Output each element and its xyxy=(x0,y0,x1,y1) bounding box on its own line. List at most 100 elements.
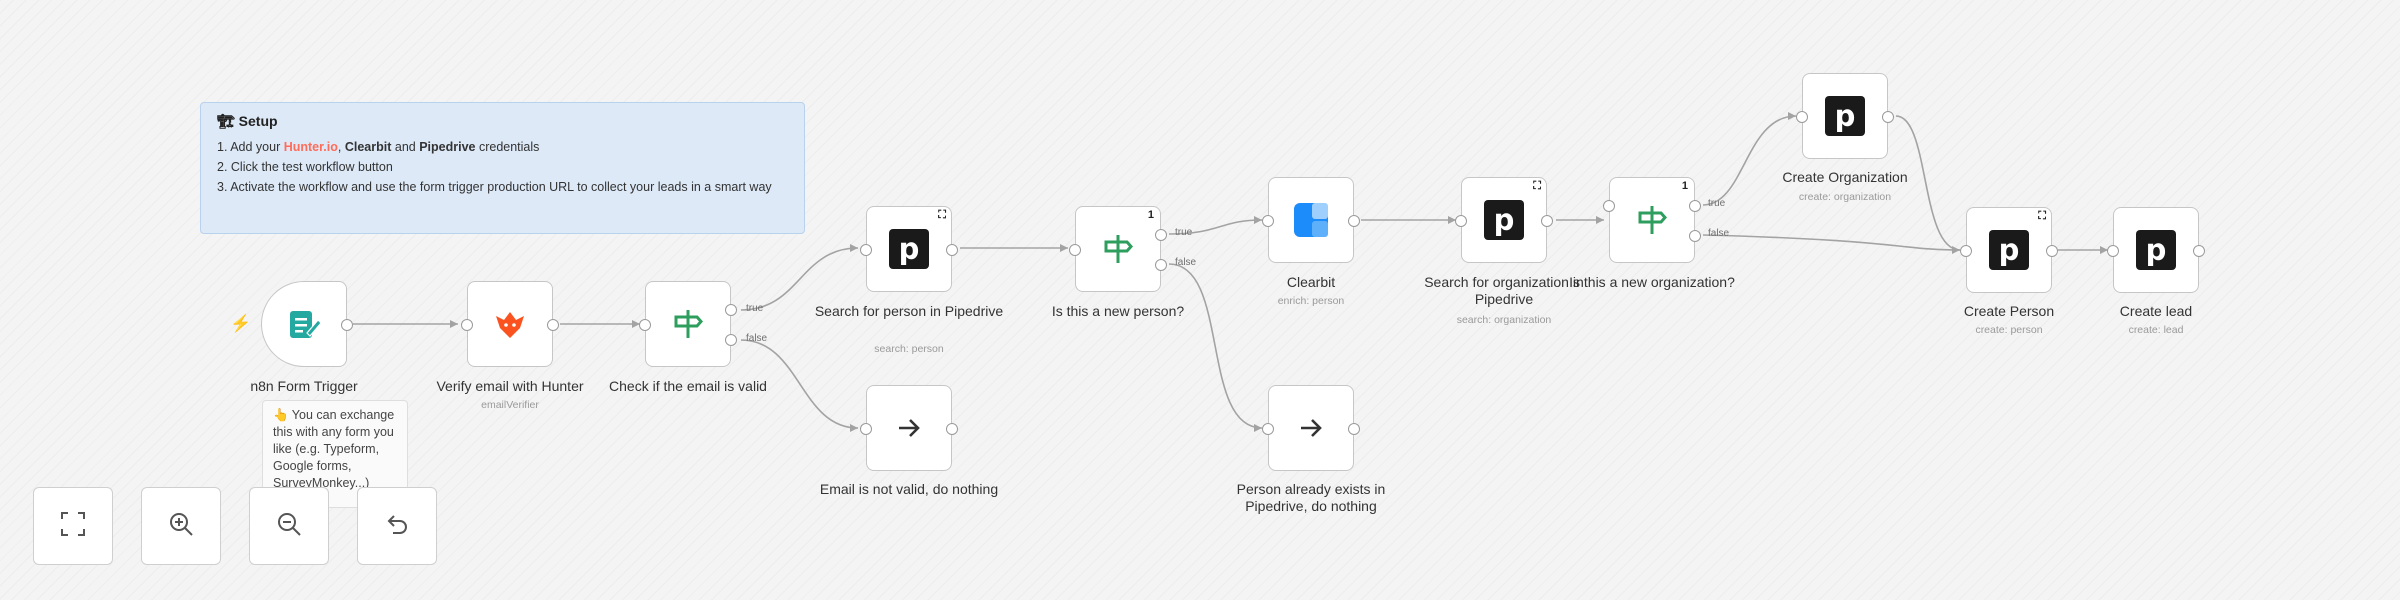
node-label-hunter: Verify email with Hunter xyxy=(436,378,584,394)
branch-label-true: true xyxy=(1708,198,1726,209)
edge-neworg-false-createperson xyxy=(1702,234,1961,251)
branch-label-true: true xyxy=(1175,227,1193,238)
hunter-fox-icon xyxy=(492,306,528,342)
setup-step-3: 3. Activate the workflow and use the for… xyxy=(217,180,772,194)
node-new-person[interactable]: 1 xyxy=(1069,206,1167,292)
node-check-email[interactable] xyxy=(639,281,737,367)
node-subtitle-search-person: search: person xyxy=(874,343,944,355)
input-handle[interactable] xyxy=(1262,215,1274,227)
node-subtitle-create-person: create: person xyxy=(1975,324,2043,336)
input-handle[interactable] xyxy=(1455,215,1467,227)
expand-icon: ⛶ xyxy=(2038,210,2046,222)
node-subtitle-search-org: search: organization xyxy=(1456,314,1552,326)
input-handle[interactable] xyxy=(1069,244,1081,256)
output-handle-true[interactable] xyxy=(1689,200,1701,212)
output-handle-true[interactable] xyxy=(1155,229,1167,241)
edge-newperson-false-exists xyxy=(1168,263,1263,429)
branch-label-true: true xyxy=(746,303,764,314)
node-person-exists[interactable] xyxy=(1262,385,1360,471)
node-label-clearbit: Clearbit xyxy=(1286,274,1336,290)
edge-neworg-true-createorg xyxy=(1702,115,1797,206)
node-create-org[interactable]: p xyxy=(1796,73,1894,159)
badge-count: 1 xyxy=(1147,209,1154,221)
node-label-new-org: Is this a new organization? xyxy=(1569,274,1735,290)
output-handle[interactable] xyxy=(2193,245,2205,257)
input-handle[interactable] xyxy=(1960,245,1972,257)
node-label-create-org: Create Organization xyxy=(1782,169,1908,185)
output-handle[interactable] xyxy=(341,319,353,331)
node-create-person[interactable]: p ⛶ xyxy=(1960,207,2058,293)
node-clearbit[interactable] xyxy=(1262,177,1360,263)
setup-step-2: 2. Click the test workflow button xyxy=(217,160,393,174)
node-label-email-invalid: Email is not valid, do nothing xyxy=(819,481,999,497)
branch-label-false: false xyxy=(746,333,768,344)
zoom-out-button[interactable] xyxy=(249,487,329,565)
expand-icon: ⛶ xyxy=(938,209,946,221)
reset-zoom-button[interactable] xyxy=(357,487,437,565)
node-email-invalid[interactable] xyxy=(860,385,958,471)
hunter-link[interactable]: Hunter.io xyxy=(283,140,338,154)
node-label-search-org: Search for organization in Pipedrive xyxy=(1424,274,1584,307)
output-handle[interactable] xyxy=(547,319,559,331)
arrow-right-icon xyxy=(894,413,924,443)
node-create-lead[interactable]: p xyxy=(2107,207,2205,293)
node-subtitle-clearbit: enrich: person xyxy=(1277,295,1345,307)
expand-icon: ⛶ xyxy=(1533,180,1541,192)
input-handle[interactable] xyxy=(1796,111,1808,123)
output-handle[interactable] xyxy=(1882,111,1894,123)
node-hunter[interactable] xyxy=(461,281,559,367)
badge-count: 1 xyxy=(1681,180,1688,192)
fit-view-icon xyxy=(59,510,87,543)
signpost-icon xyxy=(670,306,706,342)
setup-note[interactable]: 🏗 Setup 1. Add your Hunter.io, Clearbit … xyxy=(200,102,805,234)
node-label-person-exists: Person already exists in Pipedrive, do n… xyxy=(1236,481,1386,514)
output-handle[interactable] xyxy=(946,244,958,256)
setup-step-1: 1. Add your Hunter.io, Clearbit and Pipe… xyxy=(217,140,540,154)
output-handle-true[interactable] xyxy=(725,304,737,316)
sticky-note[interactable]: 👆 You can exchange this with any form yo… xyxy=(262,400,408,508)
edge-newperson-true-clearbit xyxy=(1168,219,1263,235)
output-handle[interactable] xyxy=(946,423,958,435)
output-handle-false[interactable] xyxy=(1155,259,1167,271)
node-search-person[interactable]: p ⛶ xyxy=(860,206,958,292)
trigger-bolt-icon: ⚡ xyxy=(230,314,252,333)
input-handle[interactable] xyxy=(860,244,872,256)
pipedrive-icon: p xyxy=(1484,200,1524,240)
node-label-create-lead: Create lead xyxy=(2119,303,2193,319)
branch-label-false: false xyxy=(1708,228,1730,239)
node-label-create-person: Create Person xyxy=(1963,303,2055,319)
arrow-right-icon xyxy=(1296,413,1326,443)
node-label-new-person: Is this a new person? xyxy=(1051,303,1185,319)
fit-view-button[interactable] xyxy=(33,487,113,565)
output-handle[interactable] xyxy=(1348,215,1360,227)
clearbit-icon xyxy=(1292,201,1330,239)
form-icon xyxy=(286,306,322,342)
input-handle[interactable] xyxy=(639,319,651,331)
output-handle[interactable] xyxy=(1348,423,1360,435)
signpost-icon xyxy=(1100,231,1136,267)
branch-label-false: false xyxy=(1175,257,1197,268)
edge-check-true-search xyxy=(740,247,859,311)
zoom-in-button[interactable] xyxy=(141,487,221,565)
output-handle[interactable] xyxy=(2046,245,2058,257)
node-label-search-person: Search for person in Pipedrive xyxy=(814,303,1004,319)
node-subtitle-hunter: emailVerifier xyxy=(481,399,539,411)
node-new-org[interactable]: 1 xyxy=(1603,177,1701,263)
pipedrive-icon: p xyxy=(1989,230,2029,270)
undo-icon xyxy=(383,510,411,543)
node-form-trigger[interactable] xyxy=(261,281,353,367)
output-handle-false[interactable] xyxy=(1689,230,1701,242)
input-handle[interactable] xyxy=(1603,200,1615,212)
pipedrive-icon: p xyxy=(889,229,929,269)
input-handle[interactable] xyxy=(1262,423,1274,435)
input-handle[interactable] xyxy=(2107,245,2119,257)
zoom-in-icon xyxy=(167,510,195,543)
output-handle[interactable] xyxy=(1541,215,1553,227)
input-handle[interactable] xyxy=(461,319,473,331)
output-handle-false[interactable] xyxy=(725,334,737,346)
input-handle[interactable] xyxy=(860,423,872,435)
setup-title: 🏗 Setup xyxy=(217,113,278,129)
node-search-org[interactable]: p ⛶ xyxy=(1455,177,1553,263)
edge-createorg-createperson xyxy=(1895,115,1961,251)
